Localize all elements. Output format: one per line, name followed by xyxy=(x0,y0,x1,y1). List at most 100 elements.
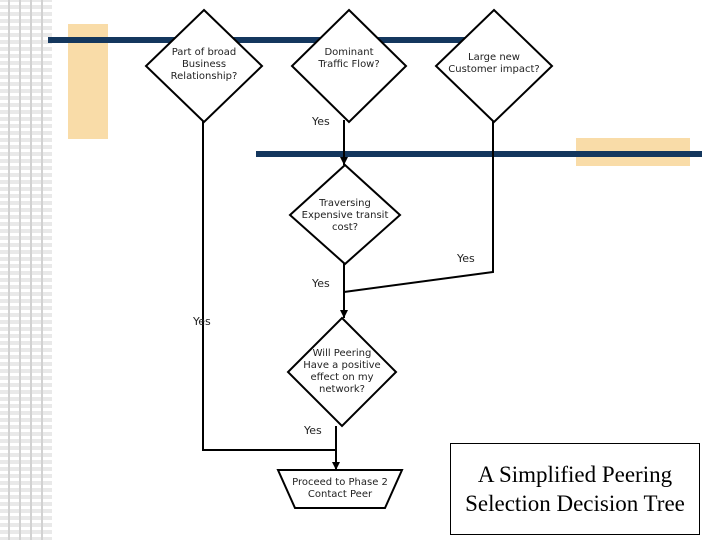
connector-large-to-join xyxy=(343,120,494,293)
margin-stripe xyxy=(0,359,52,362)
decision-transit-cost xyxy=(288,163,402,266)
label-transit-cost: Traversing Expensive transit cost? xyxy=(301,198,389,233)
edge-label-yes-broad: Yes xyxy=(193,315,211,328)
margin-stripe xyxy=(0,191,52,194)
margin-stripe xyxy=(0,380,52,383)
margin-stripe xyxy=(0,233,52,236)
label-dominant-traffic: Dominant Traffic Flow? xyxy=(318,47,380,70)
edge-label-yes-positive: Yes xyxy=(304,424,322,437)
margin-stripe xyxy=(0,464,52,467)
margin-stripe xyxy=(0,471,52,474)
margin-stripe xyxy=(0,37,52,40)
rule-top xyxy=(48,37,496,43)
margin-stripe xyxy=(0,198,52,201)
margin-stripe xyxy=(0,142,52,145)
connector-broad-to-proceed xyxy=(202,120,336,451)
margin-stripe xyxy=(0,170,52,173)
margin-stripe xyxy=(0,149,52,152)
margin-stripe xyxy=(0,310,52,313)
margin-stripe xyxy=(0,345,52,348)
edge-label-yes-transit: Yes xyxy=(312,277,330,290)
margin-stripe xyxy=(0,16,52,19)
margin-stripe xyxy=(0,93,52,96)
title-box: A Simplified Peering Selection Decision … xyxy=(450,443,700,535)
margin-stripe xyxy=(0,352,52,355)
margin-stripe xyxy=(0,499,52,502)
margin-stripe xyxy=(0,163,52,166)
rule-middle xyxy=(256,151,702,157)
label-large-customer: Large new Customer impact? xyxy=(448,52,540,75)
margin-stripe xyxy=(0,478,52,481)
margin-stripe xyxy=(30,0,32,540)
margin-stripe xyxy=(0,527,52,530)
margin-stripe xyxy=(0,72,52,75)
margin-stripe xyxy=(0,44,52,47)
margin-stripe xyxy=(0,212,52,215)
margin-stripe xyxy=(0,338,52,341)
margin-stripe xyxy=(0,394,52,397)
margin-stripe xyxy=(0,205,52,208)
edge-label-yes-large: Yes xyxy=(457,252,475,265)
margin-stripe xyxy=(0,9,52,12)
margin-stripe xyxy=(0,373,52,376)
margin-stripe xyxy=(0,457,52,460)
margin-stripe xyxy=(41,0,43,540)
margin-stripe xyxy=(0,443,52,446)
margin-stripe xyxy=(0,317,52,320)
margin-stripe xyxy=(0,422,52,425)
margin-stripe xyxy=(8,0,10,540)
margin-stripe xyxy=(0,296,52,299)
margin-stripe xyxy=(0,184,52,187)
margin-stripe xyxy=(0,534,52,537)
margin-stripe xyxy=(0,429,52,432)
margin-stripe xyxy=(0,450,52,453)
decision-positive-effect xyxy=(286,316,398,428)
margin-stripe xyxy=(0,401,52,404)
margin-stripe xyxy=(0,520,52,523)
margin-stripe xyxy=(0,114,52,117)
diagram-title: A Simplified Peering Selection Decision … xyxy=(465,462,685,516)
margin-stripe xyxy=(0,331,52,334)
margin-stripe xyxy=(0,30,52,33)
margin-stripe xyxy=(0,366,52,369)
decision-broad-business xyxy=(144,8,264,124)
arrowhead-positive xyxy=(340,310,348,318)
margin-stripe xyxy=(0,65,52,68)
margin-stripe xyxy=(0,177,52,180)
margin-stripe xyxy=(0,506,52,509)
margin-stripe xyxy=(0,51,52,54)
margin-stripe xyxy=(0,289,52,292)
margin-stripe xyxy=(0,100,52,103)
margin-stripe xyxy=(0,268,52,271)
edge-label-yes-dominant: Yes xyxy=(312,115,330,128)
terminal-proceed xyxy=(276,469,404,509)
margin-stripe xyxy=(0,303,52,306)
margin-stripe xyxy=(0,254,52,257)
margin-stripe xyxy=(0,492,52,495)
margin-stripe xyxy=(0,513,52,516)
margin-stripe xyxy=(0,324,52,327)
margin-stripe xyxy=(0,107,52,110)
label-proceed: Proceed to Phase 2 Contact Peer xyxy=(292,477,388,500)
margin-stripe xyxy=(0,247,52,250)
margin-stripe xyxy=(0,485,52,488)
margin-stripe xyxy=(0,128,52,131)
margin-stripe xyxy=(0,156,52,159)
accent-bar-top xyxy=(68,24,108,139)
margin-stripe xyxy=(0,135,52,138)
margin-stripe xyxy=(0,86,52,89)
connector-lines xyxy=(202,120,494,470)
margin-stripe xyxy=(0,2,52,5)
arrowhead-transit xyxy=(340,157,348,165)
decision-dominant-traffic xyxy=(290,8,408,124)
striped-margin xyxy=(0,0,52,540)
margin-stripe xyxy=(0,58,52,61)
label-broad-business: Part of broad Business Relationship? xyxy=(170,47,238,82)
margin-stripe xyxy=(19,0,21,540)
margin-stripe xyxy=(0,240,52,243)
margin-stripe xyxy=(0,387,52,390)
margin-stripe xyxy=(0,275,52,278)
margin-stripe xyxy=(0,226,52,229)
margin-stripe xyxy=(0,408,52,411)
